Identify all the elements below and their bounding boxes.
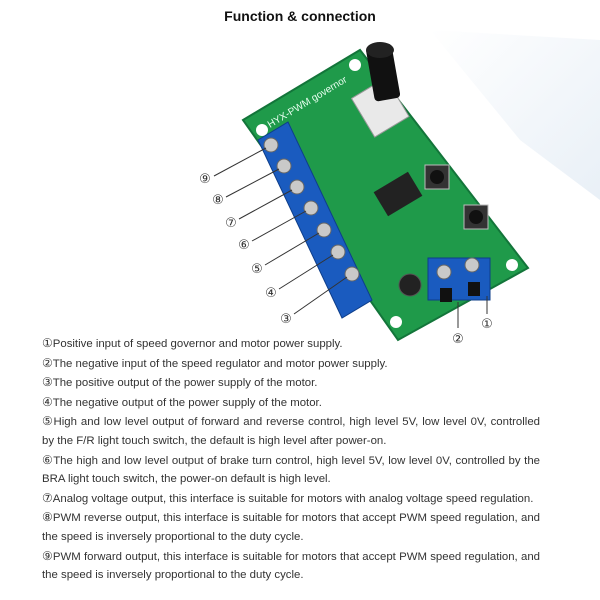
list-item: ④The negative output of the power supply… xyxy=(42,394,322,409)
callout-7: ⑦ xyxy=(225,216,237,231)
pcb-board: HYX-PWM governor xyxy=(241,42,530,342)
function-list: ①Positive input of speed governor and mo… xyxy=(42,334,540,585)
callout-6: ⑥ xyxy=(238,238,250,253)
callout-2: ② xyxy=(452,332,464,345)
list-item: ⑥The high and low level output of brake … xyxy=(42,452,540,486)
callout-8: ⑧ xyxy=(212,193,224,208)
callout-4: ④ xyxy=(265,286,277,301)
callout-lines xyxy=(213,147,488,328)
list-item: ⑦Analog voltage output, this interface i… xyxy=(42,490,534,505)
list-item: ⑨PWM forward output, this interface is s… xyxy=(42,548,540,582)
pcb-photo: HYX-PWM governor xyxy=(199,30,600,345)
list-item: ①Positive input of speed governor and mo… xyxy=(42,336,343,350)
page-title: Function & connection xyxy=(224,8,376,24)
list-item: ②The negative input of the speed regulat… xyxy=(42,355,388,370)
list-item: ③The positive output of the power supply… xyxy=(42,375,318,390)
callout-5: ⑤ xyxy=(251,262,263,277)
callout-3: ③ xyxy=(280,312,292,327)
list-item: ⑤High and low level output of forward an… xyxy=(42,414,541,447)
list-item: ⑧PWM reverse output, this interface is s… xyxy=(42,510,540,543)
callout-9: ⑨ xyxy=(199,172,211,187)
callout-1: ① xyxy=(481,317,493,332)
